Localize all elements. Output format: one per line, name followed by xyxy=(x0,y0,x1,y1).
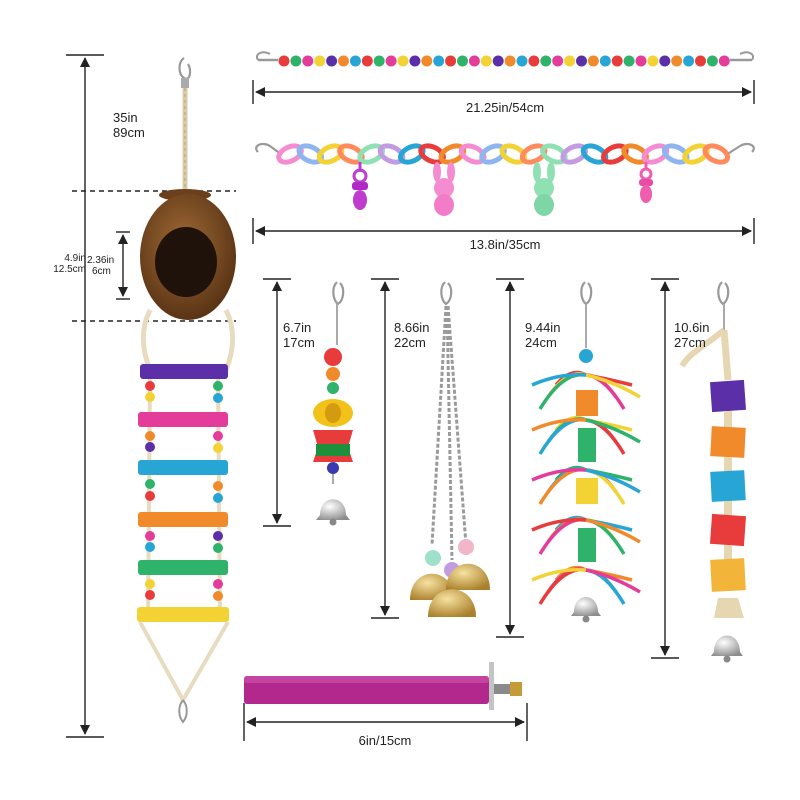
chain-bead xyxy=(492,55,504,67)
block-toy-length-label: 10.6in 27cm xyxy=(674,320,709,350)
rope-strand xyxy=(531,372,587,387)
bell-silver xyxy=(316,499,350,520)
coconut-hole xyxy=(155,227,217,297)
bell-toy-length-cm: 17cm xyxy=(283,335,315,350)
triple-bell-length-label: 8.66in 22cm xyxy=(394,320,429,350)
perch-length: 6in/15cm xyxy=(358,733,412,748)
chain-bead xyxy=(326,55,338,67)
triple-bell-toy xyxy=(410,281,490,617)
rope-strand xyxy=(585,468,641,494)
chain-bead xyxy=(718,55,730,67)
chain-bead xyxy=(504,55,516,67)
bell-toy-length-in: 6.7in xyxy=(283,320,312,335)
pacifier-charm-right xyxy=(639,162,653,203)
ladder-length-label: 35in 89cm xyxy=(113,110,145,140)
coconut-height-cm: 12.5cm xyxy=(53,264,86,275)
bead-chain-toy xyxy=(256,51,754,67)
chain-bead xyxy=(457,55,468,67)
chain-bead xyxy=(361,55,373,67)
wooden-perch xyxy=(244,662,522,710)
acrylic-chain-length: 13.8in/35cm xyxy=(469,237,541,252)
rope-toy xyxy=(531,281,641,623)
chain-bead xyxy=(623,55,635,67)
triple-bell-length-in: 8.66in xyxy=(394,320,430,335)
triple-bell-length-cm: 22cm xyxy=(394,335,426,350)
rope-strand xyxy=(531,467,587,482)
acrylic-link xyxy=(702,143,731,165)
chain-bead xyxy=(445,55,457,67)
ladder-beads xyxy=(145,381,223,601)
chain-bead xyxy=(587,55,599,67)
block-toy-length-in: 10.6in xyxy=(674,320,710,335)
dimension-lines xyxy=(66,54,755,741)
chain-bead xyxy=(349,55,361,67)
rope-toy-length-in: 9.44in xyxy=(525,320,561,335)
chain-bead xyxy=(314,55,326,67)
chain-bead xyxy=(671,55,683,67)
acrylic-chain-toy xyxy=(255,142,755,216)
chain-bead xyxy=(599,55,611,67)
chain-bead xyxy=(516,55,528,67)
chain-bead xyxy=(576,55,587,67)
rope-strand xyxy=(585,373,641,399)
chain-bead xyxy=(564,55,576,67)
chain-bead xyxy=(290,55,302,67)
coconut-hole-cm: 6cm xyxy=(92,266,111,277)
rope-toy-length-cm: 24cm xyxy=(525,335,557,350)
block-toy xyxy=(679,281,747,663)
rope-strand xyxy=(531,517,587,532)
rope-strand xyxy=(585,568,641,594)
chain-bead xyxy=(659,55,671,67)
rope-strand xyxy=(531,567,587,582)
bell-gold xyxy=(428,589,476,617)
chain-bead xyxy=(706,55,718,67)
chain-bead xyxy=(397,55,409,67)
coconut-hole-label: 2.36in 6cm xyxy=(87,255,114,277)
chain-bead xyxy=(385,55,397,67)
coconut-height-label: 4.9in 12.5cm xyxy=(46,253,86,275)
chain-bead xyxy=(409,55,421,67)
bead-chain-length: 21.25in/54cm xyxy=(465,100,545,115)
chain-bead xyxy=(695,55,706,67)
ladder-length-in: 35in xyxy=(113,110,138,125)
chain-bead xyxy=(278,55,290,67)
pacifier-charm-left xyxy=(352,162,368,210)
chain-bead xyxy=(635,55,647,67)
chain-bead xyxy=(480,55,492,67)
chain-bead xyxy=(338,55,349,67)
coconut-hole-in: 2.36in xyxy=(87,255,115,266)
rope-strand xyxy=(531,417,587,432)
rope-strand xyxy=(585,518,641,544)
coconut-height-in: 4.9in xyxy=(64,253,86,264)
chain-bead xyxy=(647,55,659,67)
ladder-length-cm: 89cm xyxy=(113,125,145,140)
chain-bead xyxy=(528,55,540,67)
bell-toy xyxy=(313,281,353,526)
chain-bead xyxy=(302,55,314,67)
chain-bead xyxy=(433,55,445,67)
rope-strand xyxy=(585,418,641,444)
bell-toy-length-label: 6.7in 17cm xyxy=(283,320,315,350)
bunny-charm-pink xyxy=(433,162,455,216)
chain-bead xyxy=(552,55,564,67)
chain-bead xyxy=(611,55,623,67)
rope-toy-length-label: 9.44in 24cm xyxy=(525,320,560,350)
chain-bead xyxy=(373,55,385,67)
block-toy-length-cm: 27cm xyxy=(674,335,706,350)
chain-bead xyxy=(683,55,695,67)
bunny-charm-green xyxy=(533,162,555,216)
chain-bead xyxy=(421,55,433,67)
coconut-ladder-toy xyxy=(137,57,236,724)
chain-bead xyxy=(468,55,480,67)
chain-bead xyxy=(540,55,552,67)
